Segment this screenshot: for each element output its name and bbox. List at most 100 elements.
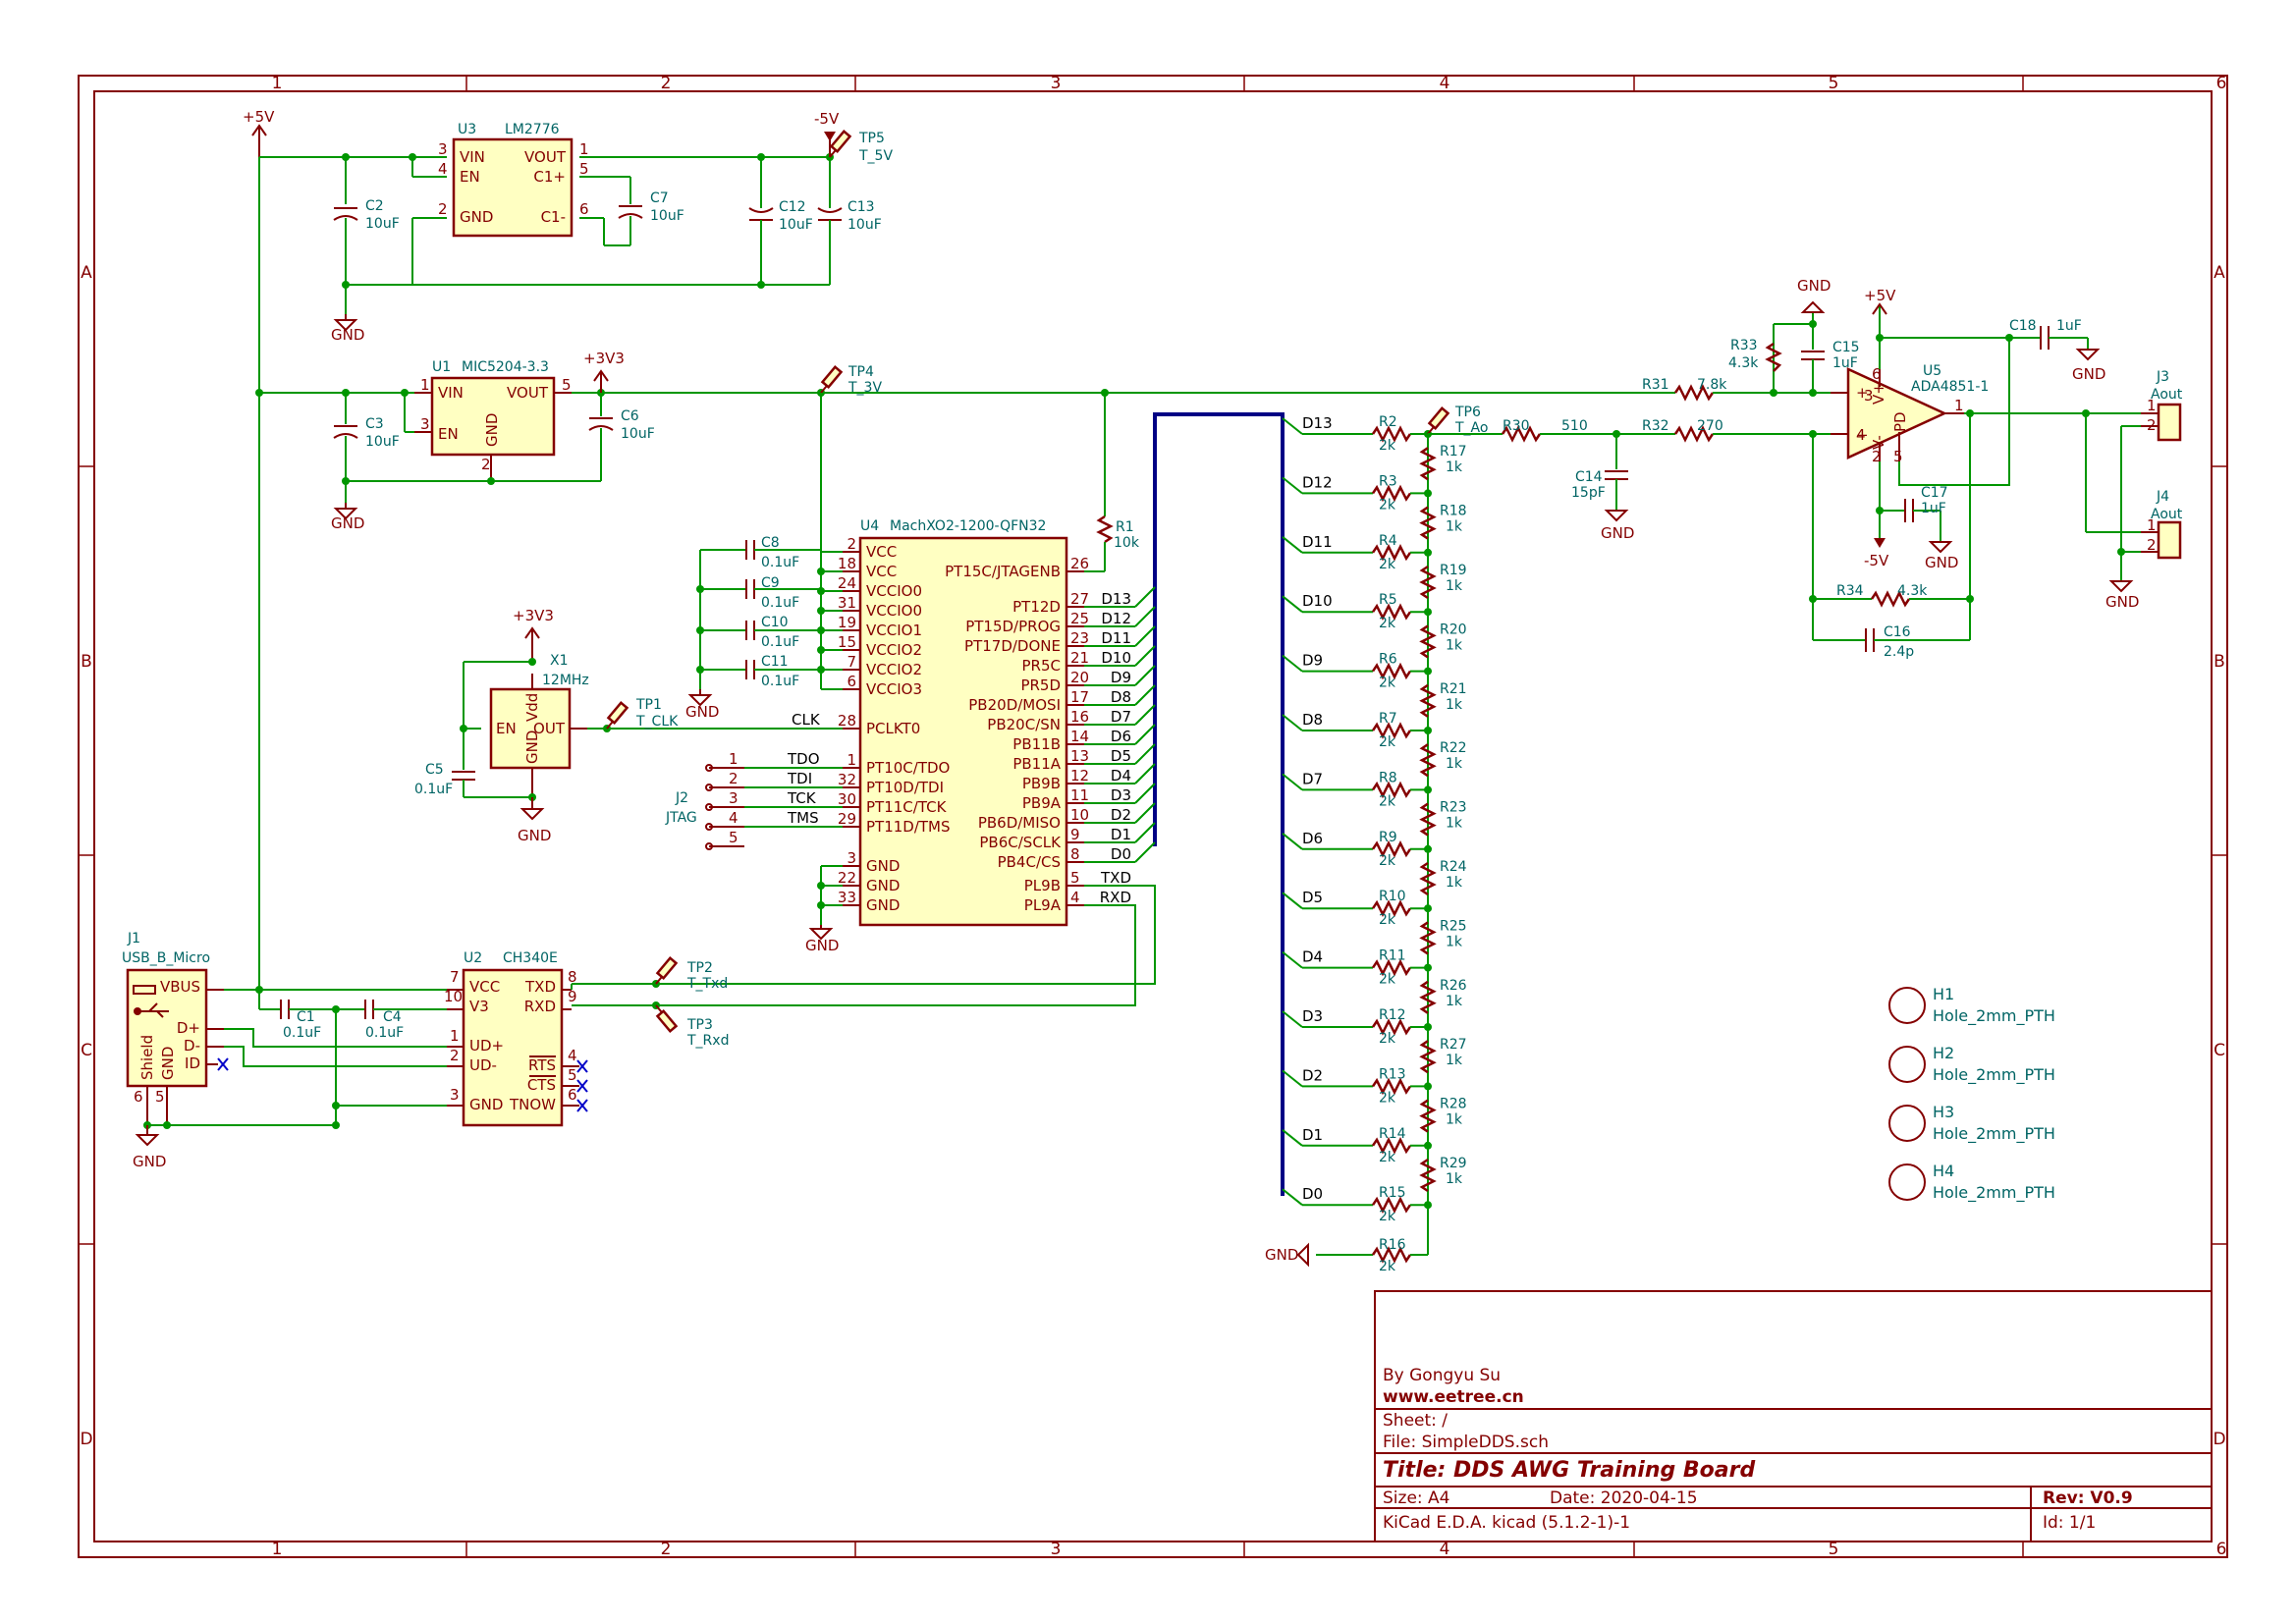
u4-left-pin-num: 18 [838,555,856,572]
x1-pin-en: EN [496,720,517,737]
r2r-ladder-value: 1k [1446,934,1463,949]
fpga-section: U4 MachXO2-1200-QFN32 VCC2VCC18VCCIO024V… [572,393,1285,1196]
u4-right-pin-num: 20 [1070,669,1089,686]
c3-value: 10uF [365,434,400,450]
u4-left-pin-num: 6 [847,673,856,690]
u4-right-pin-num: 12 [1070,767,1089,784]
u4-right-pin-name: PT12D [1012,598,1061,616]
c15-value: 1uF [1832,355,1858,371]
u1-mic5204[interactable] [430,376,556,457]
c9-value: 0.1uF [761,595,799,611]
h4-ref: H4 [1933,1162,1954,1180]
r2r-net-label: D5 [1302,889,1323,906]
u2-ch340e[interactable] [462,968,564,1127]
u4-right-net-label: D8 [1111,688,1131,706]
hole-h3 [1888,1105,1926,1142]
r2r-input-resistor [1371,722,1412,739]
r2r-ladder-resistor [1419,624,1437,659]
j1-usb-connector[interactable] [126,968,208,1088]
r2r-input-ref: R10 [1379,889,1406,904]
u5-opamp[interactable] [1846,367,1947,460]
r33-ref: R33 [1730,338,1758,353]
u4-left-pin-num: 7 [847,653,856,671]
gnd-c14-label: GND [1601,524,1634,542]
r2r-ladder-ref: R26 [1440,978,1467,994]
c7-ref: C7 [650,190,669,206]
u5-minus: − [1856,426,1869,444]
u5-pin-vp: V+ [1870,382,1887,405]
r2r-ladder-resistor [1419,1158,1437,1193]
u2-value: CH340E [503,950,558,966]
c14-ref: C14 [1575,469,1603,485]
r2r-ladder-resistor [1419,861,1437,896]
r2r-ladder-ref: R20 [1440,622,1467,637]
u2-pinnum-9: 9 [568,988,577,1005]
gnd-usb-label: GND [133,1153,166,1170]
u4-right-net-label: RXD [1100,889,1131,906]
x1-oscillator[interactable] [489,687,572,770]
u4-machxo2[interactable] [858,536,1068,927]
r2r-input-value: 2k [1379,676,1396,691]
r2r-ladder-resistor [1419,1040,1437,1074]
u2-pinnum-4: 4 [568,1047,577,1064]
row-label-a-left: A [81,263,92,283]
r2r-input-resistor [1371,662,1412,680]
tp5-testpoint[interactable] [829,130,852,158]
row-label-d-left: D [80,1430,92,1449]
tb-author: By Gongyu Su [1383,1366,1501,1385]
u1-pinnum-1: 1 [420,376,430,394]
c2-value: 10uF [365,216,400,232]
u4-right-pin-num: 16 [1070,708,1089,726]
u4-right-pin-num: 8 [1070,845,1080,863]
u3-pin-c1p: C1+ [533,168,566,186]
tb-rev: Rev: V0.9 [2043,1488,2133,1508]
r2r-ladder-value: 1k [1446,816,1463,832]
u4-left-pin-name: VCCIO2 [866,641,922,659]
u3-pinnum-2: 2 [438,200,448,218]
r16-value: 2k [1379,1259,1396,1274]
u5-ref: U5 [1923,363,1941,379]
u4-right-pin-name: PT17D/DONE [964,637,1061,655]
u3-lm2776[interactable] [452,137,574,238]
u4-right-pin-num: 13 [1070,747,1089,765]
u1-value: MIC5204-3.3 [462,359,549,375]
tp4-testpoint[interactable] [820,365,844,394]
u2-pin-cts: CTS [527,1076,556,1094]
u4-value: MachXO2-1200-QFN32 [890,518,1046,534]
j1-ref: J1 [127,931,140,947]
c5-value: 0.1uF [414,782,453,797]
j3-connector[interactable] [2157,403,2182,442]
tp6-testpoint[interactable] [1427,406,1450,435]
j2-pin-num: 1 [729,750,738,768]
r2r-input-ref: R14 [1379,1126,1406,1142]
r2r-input-value: 2k [1379,853,1396,869]
u3-pin-gnd: GND [460,208,493,226]
u1-pinnum-5: 5 [562,376,572,394]
tp2-testpoint[interactable] [655,956,679,985]
c6-ref: C6 [621,408,639,424]
r2r-input-resistor [1371,1077,1412,1096]
u4-right-pin-num: 27 [1070,590,1089,608]
u3-value: LM2776 [505,122,560,137]
r31-value: 7.8k [1697,377,1727,393]
u3-pinnum-6: 6 [579,200,589,218]
r2r-net-label: D10 [1302,592,1333,610]
p3v3-label-ldo: +3V3 [583,350,625,367]
u2-pin-udm: UD- [469,1056,497,1074]
gnd-c17-label: GND [1925,554,1958,571]
r2r-input-resistor [1371,484,1412,503]
r2r-input-resistor [1371,840,1412,858]
x1-pin-vdd: Vdd [523,693,541,722]
j1-value: USB_B_Micro [122,950,210,966]
u4-left-pin-name: PCLKT0 [866,720,920,737]
tp1-testpoint[interactable] [606,701,629,730]
c13-value: 10uF [847,217,882,233]
r31-ref: R31 [1642,377,1669,393]
u4-right-net-label: D2 [1111,806,1131,824]
j1-pin-dm: D- [184,1037,200,1055]
tp6-net: T_Ao [1454,420,1488,436]
tp3-testpoint[interactable] [655,1004,679,1033]
u4-right-pin-name: PR5C [1022,657,1062,675]
u1-pin-vout: VOUT [507,384,549,402]
j4-connector[interactable] [2157,520,2182,560]
